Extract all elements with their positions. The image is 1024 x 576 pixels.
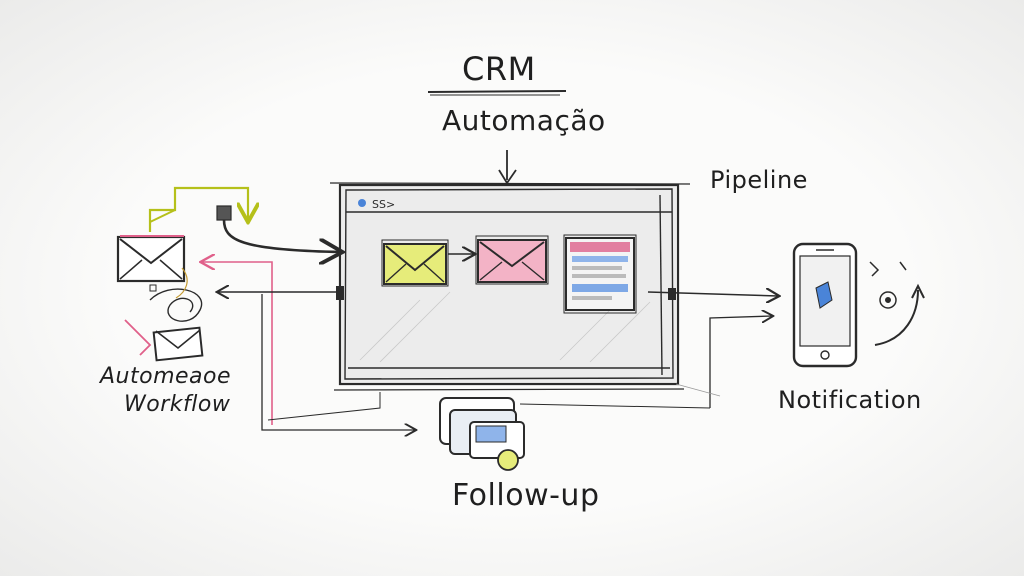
window-dot-icon (358, 199, 366, 207)
trigger-box-icon (216, 205, 232, 221)
workflow-label-line2: Workflow (124, 392, 231, 417)
pipeline-label: Pipeline (710, 166, 808, 194)
title-underline (427, 90, 567, 93)
workflow-label-line1: Automeaoe (100, 364, 232, 389)
diagram-title: CRM (462, 50, 536, 88)
down-arrow (498, 150, 517, 185)
window-tab-text: SS> (372, 198, 395, 211)
workflow-swirl (149, 288, 203, 322)
followup-arrow (261, 294, 415, 430)
envelope-small-icon (124, 319, 204, 362)
diagram-subtitle: Automação (442, 104, 606, 137)
followup-docs-icon (439, 397, 525, 471)
followup-label: Follow-up (452, 478, 600, 513)
envelope-pink-icon (475, 235, 549, 285)
notification-label: Notification (778, 386, 922, 414)
return-arrow (202, 262, 273, 425)
bell-icon (869, 261, 925, 346)
envelope-workflow-icon (116, 235, 186, 283)
envelope-yellow-icon (381, 239, 449, 287)
pipeline-card-icon (563, 234, 637, 314)
phone-icon (792, 242, 858, 368)
feedback-loop-arrow (148, 186, 248, 232)
